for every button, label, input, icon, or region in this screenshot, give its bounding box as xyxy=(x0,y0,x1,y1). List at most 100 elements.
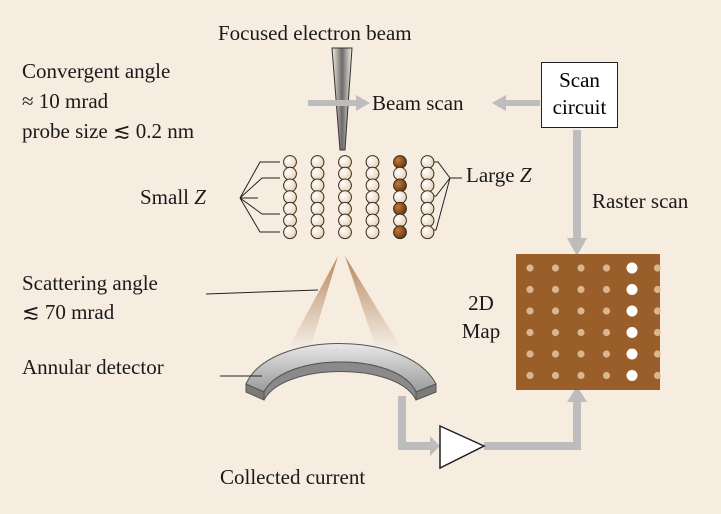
light-atom xyxy=(283,155,297,169)
map-dot xyxy=(653,350,662,358)
light-atom xyxy=(283,225,297,240)
convergent-value-label: ≈ 10 mrad xyxy=(22,89,109,113)
light-atom xyxy=(338,155,352,169)
map-dot xyxy=(602,307,611,315)
map-dot xyxy=(577,264,585,272)
map-dot xyxy=(526,350,534,358)
light-atom xyxy=(420,201,435,216)
map-dot xyxy=(602,328,611,337)
scattering-angle-leader xyxy=(205,289,319,295)
light-atom xyxy=(420,225,435,240)
large-z-label: Large Z xyxy=(466,162,532,189)
beam-scan-label: Beam scan xyxy=(372,91,464,115)
map-dot-bright xyxy=(626,327,638,338)
small-z-label: Small Z xyxy=(140,184,206,211)
scatter-cone-right xyxy=(345,256,406,366)
light-atom xyxy=(338,225,352,240)
map-dot-bright xyxy=(626,348,638,360)
light-atom xyxy=(365,178,380,193)
map-dot-bright xyxy=(626,284,638,295)
heavy-atom xyxy=(393,201,407,216)
light-atom xyxy=(365,213,380,228)
scattering-value-label: ≲ 70 mrad xyxy=(22,300,115,324)
scan-circuit-line1: Scan xyxy=(559,68,600,92)
map-dot xyxy=(653,285,662,294)
map-dot xyxy=(551,350,560,358)
map-dot-bright xyxy=(626,305,638,317)
map-dot xyxy=(551,307,560,315)
map-dot xyxy=(653,307,662,315)
scatter-cone-left xyxy=(284,256,338,366)
map-dot xyxy=(577,307,585,315)
light-atom xyxy=(420,166,435,181)
light-atom xyxy=(393,190,407,205)
scan-circuit-line2: circuit xyxy=(552,95,607,119)
light-atom xyxy=(338,166,352,181)
map-dot xyxy=(526,307,534,315)
beam-scan-arrow-right xyxy=(492,95,540,111)
map-dot xyxy=(602,264,611,272)
light-atom xyxy=(393,213,407,228)
map-label-line2: Map xyxy=(461,319,501,343)
map-label-line1: 2D xyxy=(468,291,494,315)
raster-scan-label: Raster scan xyxy=(592,189,689,213)
light-atom xyxy=(310,178,325,193)
heavy-atom xyxy=(393,178,407,193)
light-atom xyxy=(420,190,435,205)
light-atom xyxy=(365,166,380,181)
focused-beam-label: Focused electron beam xyxy=(218,21,412,45)
light-atom xyxy=(393,166,407,181)
map-dot xyxy=(551,371,560,380)
map-dot xyxy=(577,328,585,337)
map-dot xyxy=(653,371,662,380)
light-atom xyxy=(310,190,325,205)
light-atom xyxy=(283,166,297,181)
light-atom xyxy=(338,201,352,216)
map-dots xyxy=(526,262,662,381)
map-dot-bright xyxy=(626,262,638,274)
light-atom xyxy=(338,213,352,228)
light-atom xyxy=(420,213,435,228)
light-atom xyxy=(365,155,380,169)
scattering-angle-label: Scattering angle xyxy=(22,271,158,295)
light-atom xyxy=(310,155,325,169)
light-atom xyxy=(365,190,380,205)
light-atom xyxy=(338,178,352,193)
light-atom xyxy=(338,190,352,205)
electron-beam-cone xyxy=(331,47,353,151)
map-dot xyxy=(526,371,534,380)
light-atom xyxy=(283,213,297,228)
beam-scan-arrow-left xyxy=(308,95,370,111)
map-dot xyxy=(577,371,585,380)
light-atom xyxy=(283,201,297,216)
map-dot xyxy=(551,285,560,294)
heavy-atom xyxy=(393,225,407,240)
light-atom xyxy=(420,178,435,193)
light-atom xyxy=(420,155,435,169)
heavy-atom xyxy=(393,155,407,169)
map-dot xyxy=(526,328,534,337)
current-path xyxy=(398,386,587,456)
probe-size-label: probe size ≲ 0.2 nm xyxy=(22,119,195,143)
large-z-symbol: Z xyxy=(519,163,532,187)
map-dot xyxy=(577,350,585,358)
raster-scan-arrow xyxy=(567,130,587,256)
small-z-prefix: Small xyxy=(140,185,195,209)
map-dot xyxy=(526,264,534,272)
map-dot xyxy=(653,328,662,337)
map-dot-bright xyxy=(626,370,638,381)
small-z-leader xyxy=(239,161,280,233)
light-atom xyxy=(365,201,380,216)
convergent-angle-label: Convergent angle xyxy=(22,59,171,83)
light-atom xyxy=(310,213,325,228)
map-dot xyxy=(602,350,611,358)
map-panel xyxy=(516,254,660,390)
light-atom xyxy=(365,225,380,240)
map-dot xyxy=(551,328,560,337)
light-atom xyxy=(283,190,297,205)
map-dot xyxy=(653,264,662,272)
map-dot xyxy=(551,264,560,272)
map-dot xyxy=(526,285,534,294)
